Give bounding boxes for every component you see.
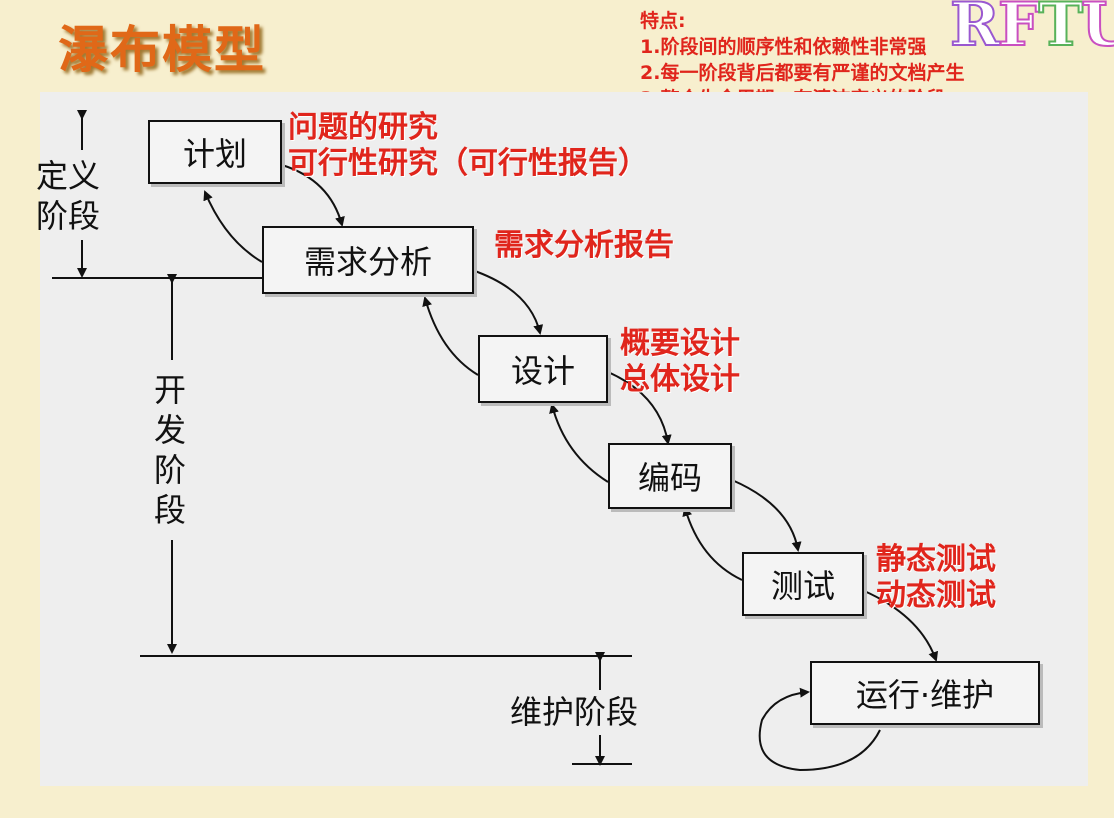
arrow-design-to-coding: [607, 371, 672, 445]
note-analysis: 需求分析报告: [494, 228, 674, 263]
arrow-coding-to-testing: [731, 479, 802, 552]
slide-title: 瀑布模型: [58, 21, 266, 79]
operation-self-loop: [758, 687, 881, 772]
phase-maintain-label: 维护阶段: [510, 693, 639, 731]
feature-item-1: 1.阶段间的顺序性和依赖性非常强: [640, 36, 927, 58]
arrow-testing-to-operation: [861, 589, 939, 662]
stage-design: 设计: [478, 335, 608, 403]
phase-develop-label: 开 发 阶 段: [154, 371, 187, 529]
feature-item-2: 2.每一阶段背后都要有严谨的文档产生: [640, 62, 965, 84]
note-design: 概要设计 总体设计: [620, 326, 740, 397]
note-plan: 问题的研究 可行性研究（可行性报告）: [288, 110, 648, 181]
note-testing: 静态测试 动态测试: [876, 542, 996, 613]
stage-operation: 运行·维护: [810, 661, 1040, 725]
feedback-coding-to-design: [549, 403, 609, 483]
stage-testing: 测试: [742, 552, 864, 616]
stage-analysis: 需求分析: [262, 226, 474, 294]
phase-define-label: 定义 阶段: [36, 157, 101, 235]
stage-coding: 编码: [608, 443, 732, 509]
feedback-design-to-analysis: [422, 296, 479, 376]
stage-plan: 计划: [148, 120, 282, 184]
arrow-analysis-to-design: [471, 269, 544, 335]
features-heading: 特点:: [640, 10, 686, 32]
feedback-testing-to-coding: [682, 506, 743, 581]
arrow-plan-to-analysis: [281, 164, 345, 227]
feedback-analysis-to-plan: [203, 190, 263, 263]
logo: RFTUR: [950, 0, 1114, 60]
